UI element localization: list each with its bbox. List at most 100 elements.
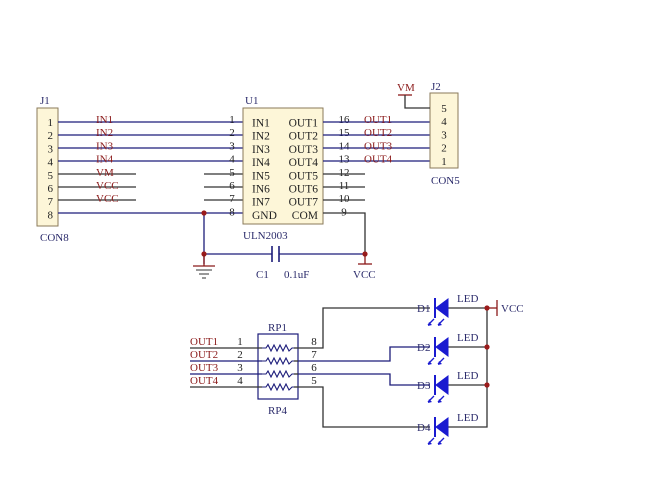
rp-resistor: OUT3 3 6 (190, 362, 317, 379)
j1-net-label: VM (96, 167, 114, 179)
j2-pin-number: 1 (441, 156, 447, 168)
rp-pin-number: 7 (311, 349, 317, 361)
j1-pin-number: 2 (48, 130, 54, 142)
rp-led-wires (298, 307, 430, 428)
connector-j2[interactable]: J2 CON5 543 21 (429, 81, 460, 187)
u1-body (242, 107, 324, 225)
u1-pin-name: OUT3 (289, 144, 319, 156)
vcc-power-port: VCC (353, 254, 376, 281)
j1-net-label: IN4 (96, 154, 114, 166)
u1-pin-number: 1 (229, 114, 235, 126)
c1-ref: C1 (256, 269, 269, 281)
j2-pin-number: 4 (441, 116, 447, 128)
u1-pin-name: IN2 (252, 131, 270, 143)
j2-pin-number: 2 (441, 143, 447, 155)
u1-pin-number: 4 (229, 154, 235, 166)
j2-net-label: OUT2 (364, 127, 392, 139)
u1-pin-number: 15 (339, 127, 351, 139)
j1-pin-number: 3 (48, 143, 54, 155)
j1-net-label: VCC (96, 180, 119, 192)
j1-pin-number: 4 (48, 157, 54, 169)
u1-pin-number: 16 (339, 114, 351, 126)
u1-pin-name: OUT4 (289, 157, 319, 169)
resistor-zigzag-icon (262, 356, 294, 366)
led-vcc-rail: VCC (448, 300, 524, 428)
u1-pin-name: IN5 (252, 170, 270, 182)
j1-body (36, 107, 59, 227)
rp-net-label: OUT2 (190, 349, 218, 361)
u1-output-wires (323, 121, 430, 254)
junction-dot (484, 382, 490, 388)
u1-value: ULN2003 (243, 230, 288, 242)
u1-ref: U1 (245, 95, 258, 107)
j2-body (429, 92, 459, 169)
led-value: LED (457, 293, 478, 305)
u1-pin-name: OUT1 (289, 118, 319, 130)
rp-pin-number: 6 (311, 362, 317, 374)
rp-ref-top: RP1 (268, 322, 287, 334)
j2-pin-number: 5 (441, 103, 447, 115)
resistor-zigzag-icon (262, 343, 294, 353)
diode-icon (435, 337, 449, 357)
u1-pin-number: 6 (229, 180, 235, 192)
led-vcc-label: VCC (501, 303, 524, 315)
junction-dot (201, 210, 207, 216)
j1-pin-number: 5 (48, 170, 54, 182)
j1-value: CON8 (40, 232, 69, 244)
j2-pin-number: 3 (441, 129, 447, 141)
led-d1[interactable]: D1 LED (417, 293, 478, 326)
vcc-label: VCC (353, 269, 376, 281)
rp-resistor: OUT2 2 7 (190, 349, 317, 366)
u1-pin-name: GND (252, 210, 277, 222)
j2-net-label: OUT1 (364, 114, 392, 126)
ground-icon (193, 254, 215, 279)
capacitor-c1[interactable]: C1 0.1uF (256, 246, 309, 281)
rp-net-label: OUT4 (190, 375, 219, 387)
j2-value: CON5 (431, 175, 460, 187)
rp-pin-number: 2 (237, 349, 243, 361)
rp-pin-number: 3 (237, 362, 243, 374)
u1-pin-name: IN1 (252, 118, 270, 130)
diode-icon (435, 375, 449, 395)
u1-pin-number: 3 (229, 140, 235, 152)
u1-pin-name: IN4 (252, 157, 270, 169)
j1-pin-number: 7 (48, 196, 54, 208)
j1-pin-number: 8 (48, 209, 54, 221)
rp-pin-number: 1 (237, 336, 243, 348)
u1-pin-name: OUT5 (289, 170, 319, 182)
rp-net-label: OUT3 (190, 362, 219, 374)
u1-pin-number: 7 (229, 193, 235, 205)
j1-pin-number: 1 (48, 117, 54, 129)
j1-net-label: IN2 (96, 127, 113, 139)
diode-icon (435, 417, 449, 437)
j1-pin-number: 6 (48, 183, 54, 195)
j1-ref: J1 (40, 95, 50, 107)
resistor-zigzag-icon (262, 382, 294, 392)
u1-pin-number: 8 (229, 206, 235, 218)
junction-dot (484, 344, 490, 350)
led-ref: D1 (417, 303, 430, 315)
u1-pin-number: 5 (229, 167, 235, 179)
j1-net-label: IN1 (96, 114, 113, 126)
rp-pin-number: 5 (311, 375, 317, 387)
j2-net-label: OUT3 (364, 140, 393, 152)
c1-value: 0.1uF (284, 269, 309, 281)
u1-pin-name: OUT7 (289, 197, 319, 209)
j1-net-label: VCC (96, 193, 119, 205)
u1-pin-number: 13 (339, 154, 351, 166)
u1-pin-number: 2 (229, 127, 235, 139)
diode-icon (435, 298, 449, 318)
j2-ref: J2 (431, 81, 441, 93)
vm-label: VM (397, 82, 415, 94)
junction-dot (484, 305, 490, 311)
u1-pin-name: OUT2 (289, 131, 319, 143)
